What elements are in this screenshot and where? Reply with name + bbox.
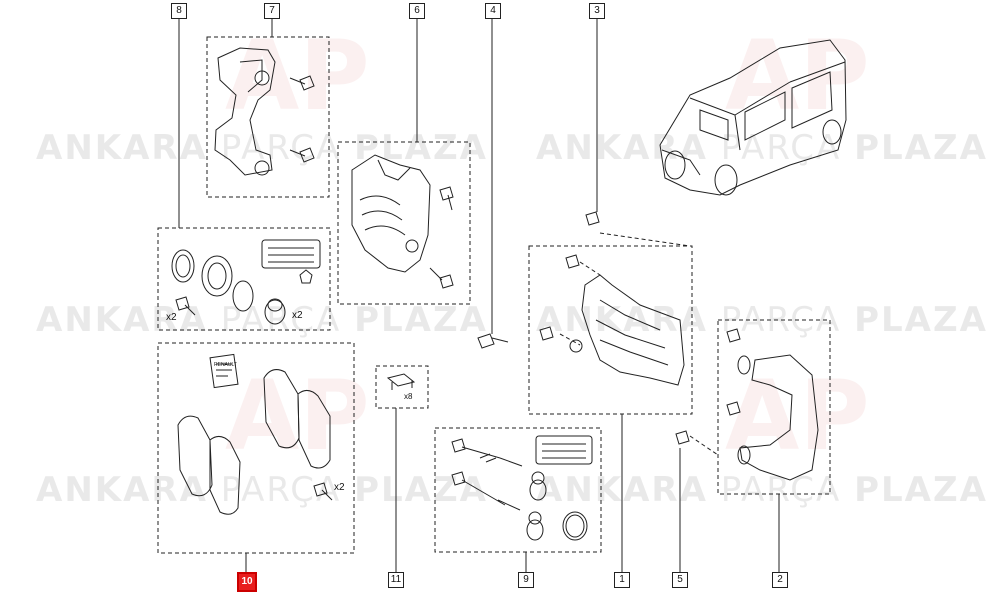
quantity-label: x2 — [166, 312, 177, 323]
pad-box-text: RENAULT — [214, 362, 237, 368]
callout-10-selected[interactable]: 10 — [237, 572, 257, 592]
group-box-9 — [434, 427, 602, 553]
group-box-2 — [717, 319, 831, 495]
callout-6[interactable]: 6 — [409, 3, 425, 19]
callout-9[interactable]: 9 — [518, 572, 534, 588]
group-box-8 — [157, 227, 331, 331]
callout-8[interactable]: 8 — [171, 3, 187, 19]
group-box-6 — [337, 141, 471, 305]
quantity-label: x2 — [334, 482, 345, 493]
callout-3[interactable]: 3 — [589, 3, 605, 19]
callout-2[interactable]: 2 — [772, 572, 788, 588]
group-box-1 — [528, 245, 693, 415]
group-box-11 — [375, 365, 429, 409]
callout-11[interactable]: 11 — [388, 572, 404, 588]
callout-1[interactable]: 1 — [614, 572, 630, 588]
callout-5[interactable]: 5 — [672, 572, 688, 588]
quantity-label: x8 — [404, 392, 413, 401]
callout-7[interactable]: 7 — [264, 3, 280, 19]
group-box-7 — [206, 36, 330, 198]
quantity-label: x2 — [292, 310, 303, 321]
callout-4[interactable]: 4 — [485, 3, 501, 19]
group-box-10 — [157, 342, 355, 554]
